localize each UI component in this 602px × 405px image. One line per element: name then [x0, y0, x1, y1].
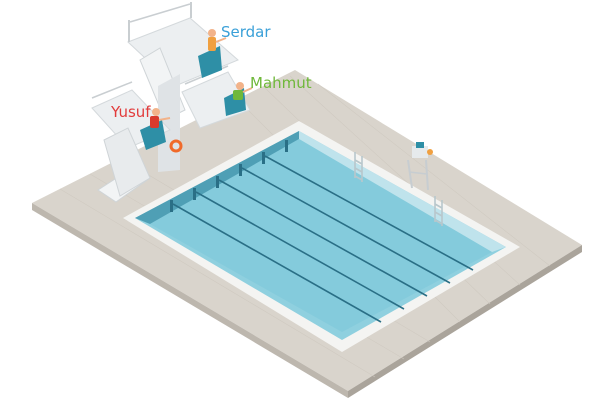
diving-tower [91, 2, 251, 203]
label-serdar: Serdar [221, 23, 271, 41]
label-yusuf: Yusuf [110, 103, 151, 121]
deck-side-right [348, 245, 582, 398]
tower-stairs-lower-rail [103, 127, 151, 197]
tower-mid-platform [181, 71, 251, 129]
pool-wall-back-right [299, 131, 506, 252]
label-mahmut: Mahmut [250, 74, 312, 92]
diving-board-top [198, 46, 222, 78]
lane-markers [170, 140, 288, 212]
diver-serdar [208, 29, 227, 51]
lane-lines [172, 155, 474, 323]
diver-yusuf [150, 108, 171, 128]
diving-board-low [140, 120, 166, 150]
lifeguard-chair-icon [407, 142, 433, 191]
pool [135, 131, 506, 340]
tower-column [158, 74, 180, 172]
deck-side-left [32, 203, 348, 398]
life-ring-icon [169, 139, 183, 153]
pool-ladder-icon [354, 152, 443, 226]
diver-mahmut [233, 82, 253, 100]
